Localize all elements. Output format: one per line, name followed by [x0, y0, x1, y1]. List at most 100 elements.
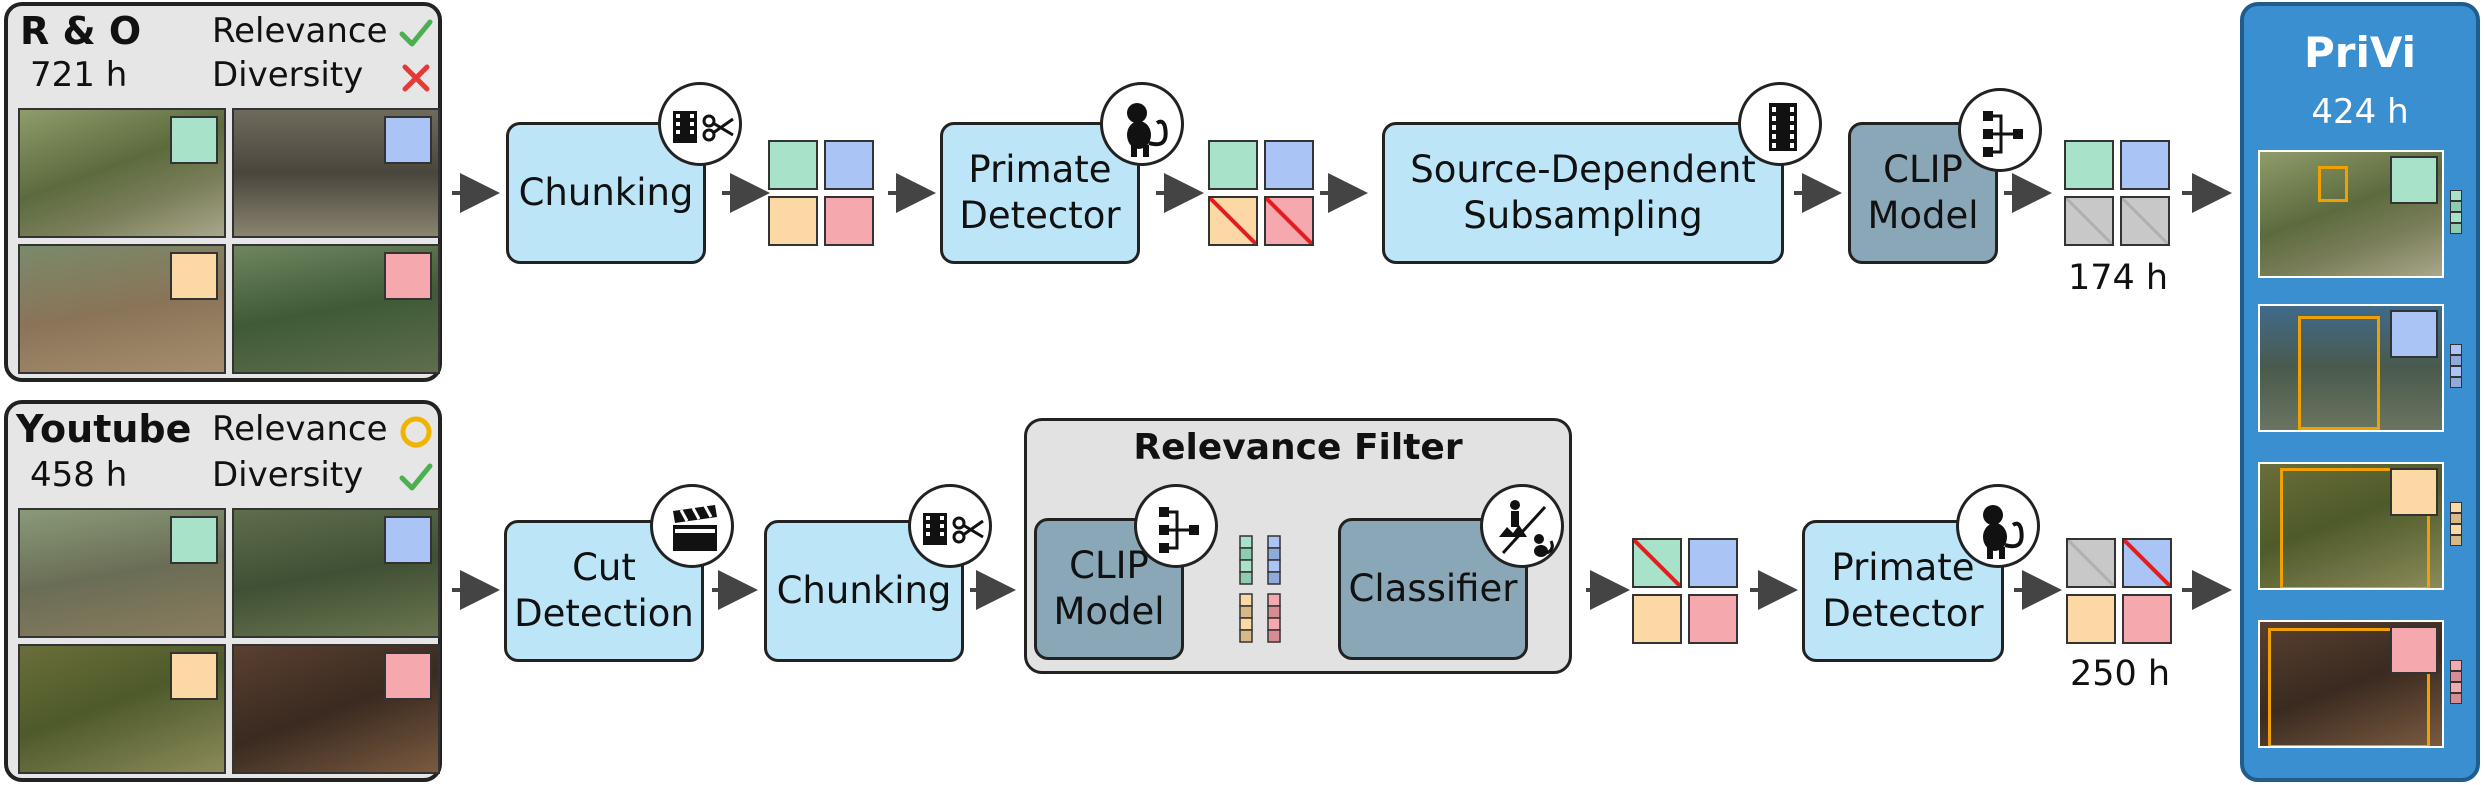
source-hours: 721 h [30, 55, 128, 95]
video-thumbnail [232, 244, 440, 374]
grid-cell-removed [1208, 196, 1258, 246]
box-label-line: Detector [1822, 592, 1984, 635]
grid-cell [2122, 594, 2172, 644]
film-scissors-icon [658, 82, 742, 166]
color-tag [2390, 310, 2438, 358]
video-thumbnail [18, 644, 226, 774]
circle-icon [400, 416, 432, 448]
source-title: Youtube [16, 407, 192, 451]
film-scissors-icon [908, 484, 992, 568]
color-tag [170, 652, 218, 700]
diversity-label: Diversity [212, 55, 364, 95]
box-label-line: Source-Dependent [1410, 147, 1756, 191]
monkey-icon [1956, 484, 2040, 568]
color-grid [768, 140, 876, 248]
relevance-filter-title: Relevance Filter [1133, 427, 1463, 468]
embedding-strip [2450, 660, 2462, 708]
box-label-line: Cut [572, 545, 636, 589]
relevance-label: Relevance [212, 409, 388, 449]
grid-cell [1208, 140, 1258, 190]
video-thumbnail [2258, 620, 2444, 748]
embedding-vectors [1239, 535, 1281, 643]
source-panel-ro: R & O 721 h Relevance Diversity [4, 2, 442, 382]
privi-title: PriVi [2303, 28, 2417, 77]
grid-cell [1632, 594, 1682, 644]
grid-cell-removed [2064, 196, 2114, 246]
source-panel-youtube: Youtube 458 h Relevance Diversity [4, 400, 442, 782]
color-tag [2390, 156, 2438, 204]
grid-cell [1688, 594, 1738, 644]
output-hours: 250 h [2070, 654, 2171, 694]
grid-cell-removed [2120, 196, 2170, 246]
box-label-line: CLIP [1069, 543, 1149, 587]
grid-cell [768, 196, 818, 246]
color-grid [2064, 140, 2172, 248]
source-title: R & O [20, 9, 142, 53]
grid-cell-removed [1632, 538, 1682, 588]
color-tag [170, 516, 218, 564]
box-label-line: Detector [959, 194, 1121, 237]
box-label-line: Primate [968, 147, 1112, 191]
video-thumbnail [2258, 304, 2444, 432]
detection-box [2268, 628, 2430, 746]
color-tag [2390, 626, 2438, 674]
color-tag [170, 252, 218, 300]
grid-cell [768, 140, 818, 190]
grid-cell [2066, 594, 2116, 644]
video-thumbnail [2258, 150, 2444, 278]
grid-cell-removed [2122, 538, 2172, 588]
box-label-line: Model [1867, 194, 1979, 237]
detection-box [2298, 316, 2380, 430]
clapperboard-icon [650, 484, 734, 568]
grid-cell-removed [1264, 196, 1314, 246]
video-thumbnail [18, 108, 226, 238]
embedding-strip [2450, 344, 2462, 392]
video-thumbnail [18, 508, 226, 638]
grid-cell [824, 140, 874, 190]
video-thumbnail [232, 108, 440, 238]
box-label: Classifier [1348, 566, 1518, 610]
grid-cell [2120, 140, 2170, 190]
chunking-box: Chunking [506, 122, 706, 264]
color-tag [2390, 468, 2438, 516]
film-strip-icon [1738, 82, 1822, 166]
person-landscape-monkey-icon [1480, 484, 1564, 568]
color-tag [384, 252, 432, 300]
grid-cell [2064, 140, 2114, 190]
grid-cell-removed [2066, 538, 2116, 588]
detection-box [2280, 468, 2430, 588]
detection-box [2318, 166, 2348, 202]
box-label: Chunking [518, 170, 694, 214]
monkey-icon [1100, 82, 1184, 166]
diversity-label: Diversity [212, 455, 364, 495]
video-thumbnail [232, 644, 440, 774]
color-grid [1208, 140, 1316, 248]
relevance-label: Relevance [212, 11, 388, 51]
color-grid [1632, 538, 1740, 646]
grid-cell [824, 196, 874, 246]
cross-icon [402, 64, 430, 92]
hierarchy-icon [1134, 484, 1218, 568]
color-tag [384, 652, 432, 700]
box-label-line: Detection [514, 592, 694, 635]
source-hours: 458 h [30, 455, 128, 495]
embedding-strip [2450, 190, 2462, 238]
privi-panel: PriVi 424 h [2240, 2, 2480, 782]
box-label-line: CLIP [1883, 147, 1963, 191]
grid-cell [1264, 140, 1314, 190]
color-grid [2066, 538, 2174, 646]
grid-cell [1688, 538, 1738, 588]
output-hours: 174 h [2068, 258, 2169, 298]
color-tag [170, 116, 218, 164]
privi-hours: 424 h [2311, 92, 2409, 132]
classifier-box: Classifier [1338, 518, 1528, 660]
check-icon [399, 463, 433, 491]
color-tag [384, 116, 432, 164]
box-label-line: Primate [1831, 545, 1975, 589]
video-thumbnail [2258, 462, 2444, 590]
box-label: Chunking [776, 568, 952, 612]
video-thumbnail [18, 244, 226, 374]
